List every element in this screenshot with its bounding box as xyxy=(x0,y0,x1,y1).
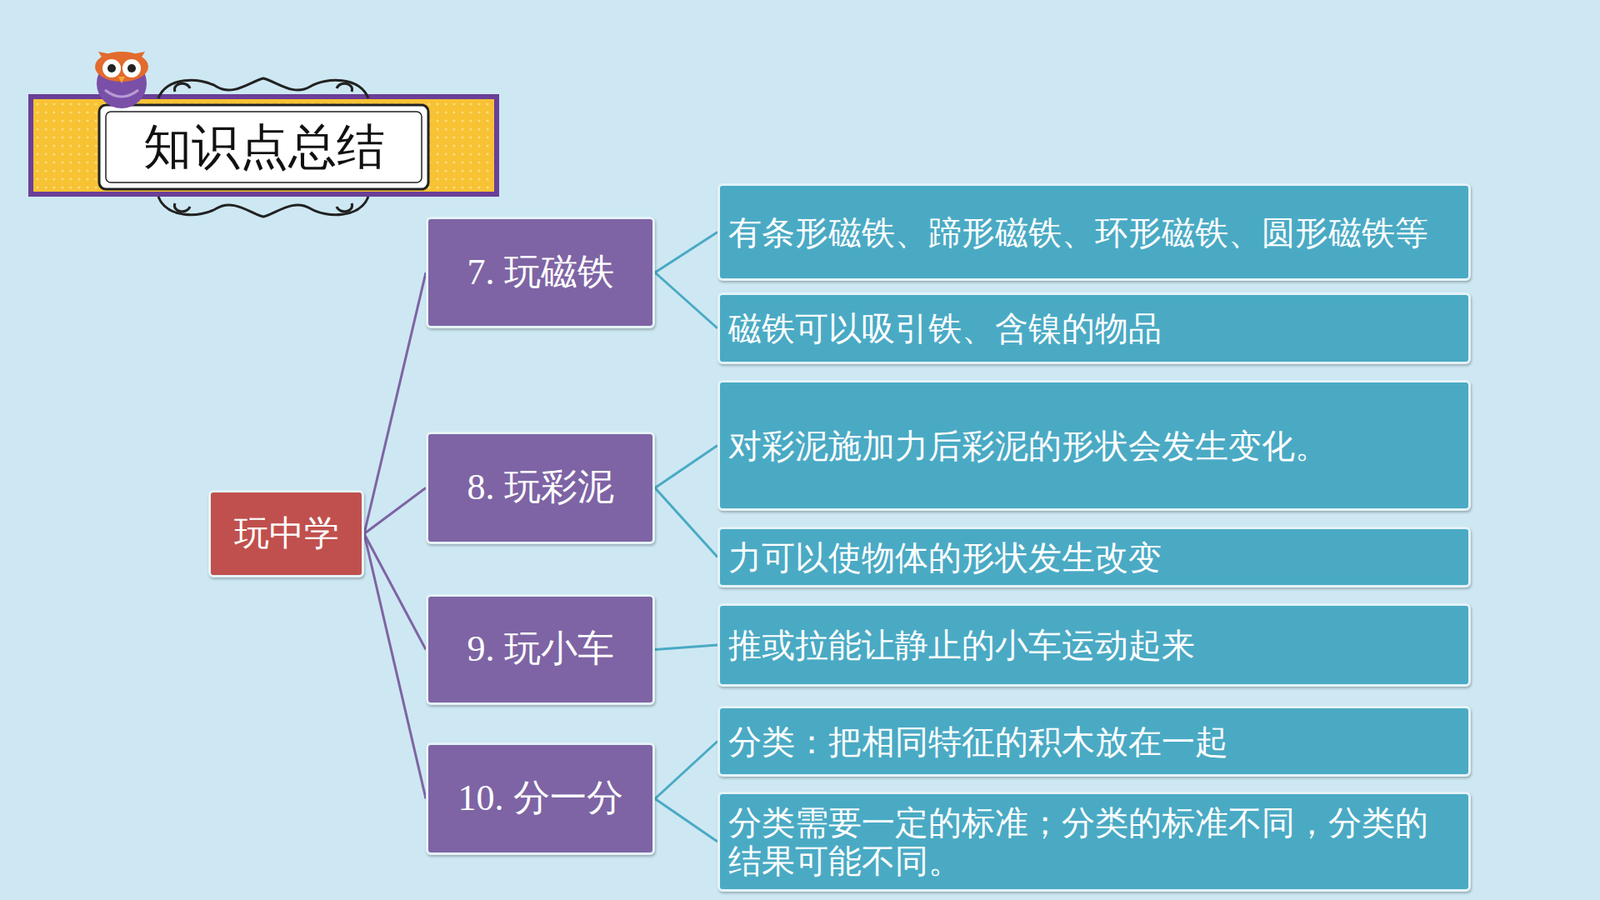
connector-line xyxy=(655,741,718,800)
topic-box: 7. 玩磁铁 xyxy=(425,216,655,329)
node-text: 7. 玩磁铁 xyxy=(435,251,646,295)
point-box: 推或拉能让静止的小车运动起来 xyxy=(717,603,1471,687)
node-text: 8. 玩彩泥 xyxy=(435,466,646,510)
node-text: 力可以使物体的形状发生改变 xyxy=(728,538,1460,577)
topic-box: 9. 玩小车 xyxy=(425,594,655,705)
node-text: 9. 玩小车 xyxy=(435,628,646,671)
topic-box: 10. 分一分 xyxy=(425,742,655,855)
node-text: 分类：把相同特征的积木放在一起 xyxy=(728,722,1460,761)
root-box: 玩中学 xyxy=(208,490,365,578)
point-box: 有条形磁铁、蹄形磁铁、环形磁铁、圆形磁铁等 xyxy=(717,183,1471,281)
node-text: 磁铁可以吸引铁、含镍的物品 xyxy=(728,309,1460,348)
node-text: 对彩泥施加力后彩泥的形状会发生变化。 xyxy=(728,426,1460,465)
point-box: 对彩泥施加力后彩泥的形状会发生变化。 xyxy=(717,380,1471,511)
point-box: 分类：把相同特征的积木放在一起 xyxy=(717,705,1471,777)
node-text: 玩中学 xyxy=(217,513,355,554)
topic-box: 8. 玩彩泥 xyxy=(425,431,655,545)
point-box: 力可以使物体的形状发生改变 xyxy=(717,526,1471,588)
connector-line xyxy=(655,445,718,489)
node-text: 推或拉能让静止的小车运动起来 xyxy=(728,625,1460,665)
connector-line xyxy=(364,488,426,535)
node-text: 有条形磁铁、蹄形磁铁、环形磁铁、圆形磁铁等 xyxy=(728,213,1460,252)
connector-line xyxy=(655,488,718,558)
node-text: 10. 分一分 xyxy=(435,777,646,820)
connector-line xyxy=(655,645,718,650)
connector-line xyxy=(364,272,426,535)
node-text: 分类需要一定的标准；分类的标准不同，分类的结果可能不同。 xyxy=(728,803,1460,880)
point-box: 磁铁可以吸引铁、含镍的物品 xyxy=(717,292,1471,365)
connector-line xyxy=(364,534,426,800)
connector-line xyxy=(655,272,718,329)
title-text: 知识点总结 xyxy=(99,105,429,190)
connector-line xyxy=(655,232,718,274)
point-box: 分类需要一定的标准；分类的标准不同，分类的结果可能不同。 xyxy=(717,791,1471,892)
connector-line xyxy=(655,799,718,843)
connector-line xyxy=(364,534,426,650)
